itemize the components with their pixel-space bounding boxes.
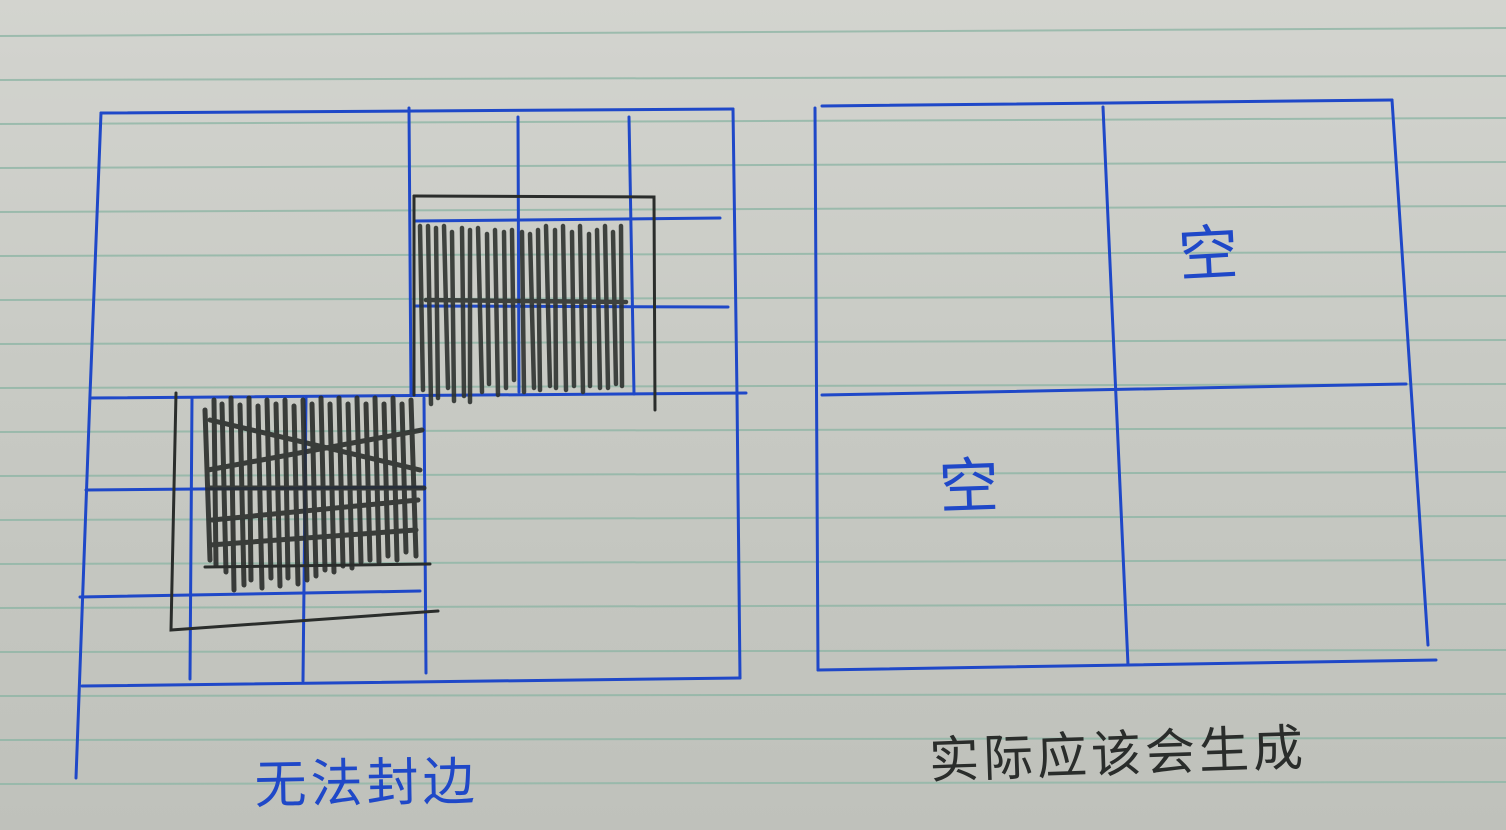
top-right-cell-label: 空 xyxy=(1176,217,1245,291)
hatched-area-lower xyxy=(202,395,427,593)
bottom-left-cell-label: 空 xyxy=(937,450,1005,523)
right-grid xyxy=(813,98,1438,672)
hatched-area-upper xyxy=(417,223,629,407)
ruled-lines xyxy=(0,27,1506,785)
right-diagram-caption: 实际应该会生成 xyxy=(928,718,1308,790)
left-diagram-caption: 无法封边 xyxy=(254,752,480,816)
